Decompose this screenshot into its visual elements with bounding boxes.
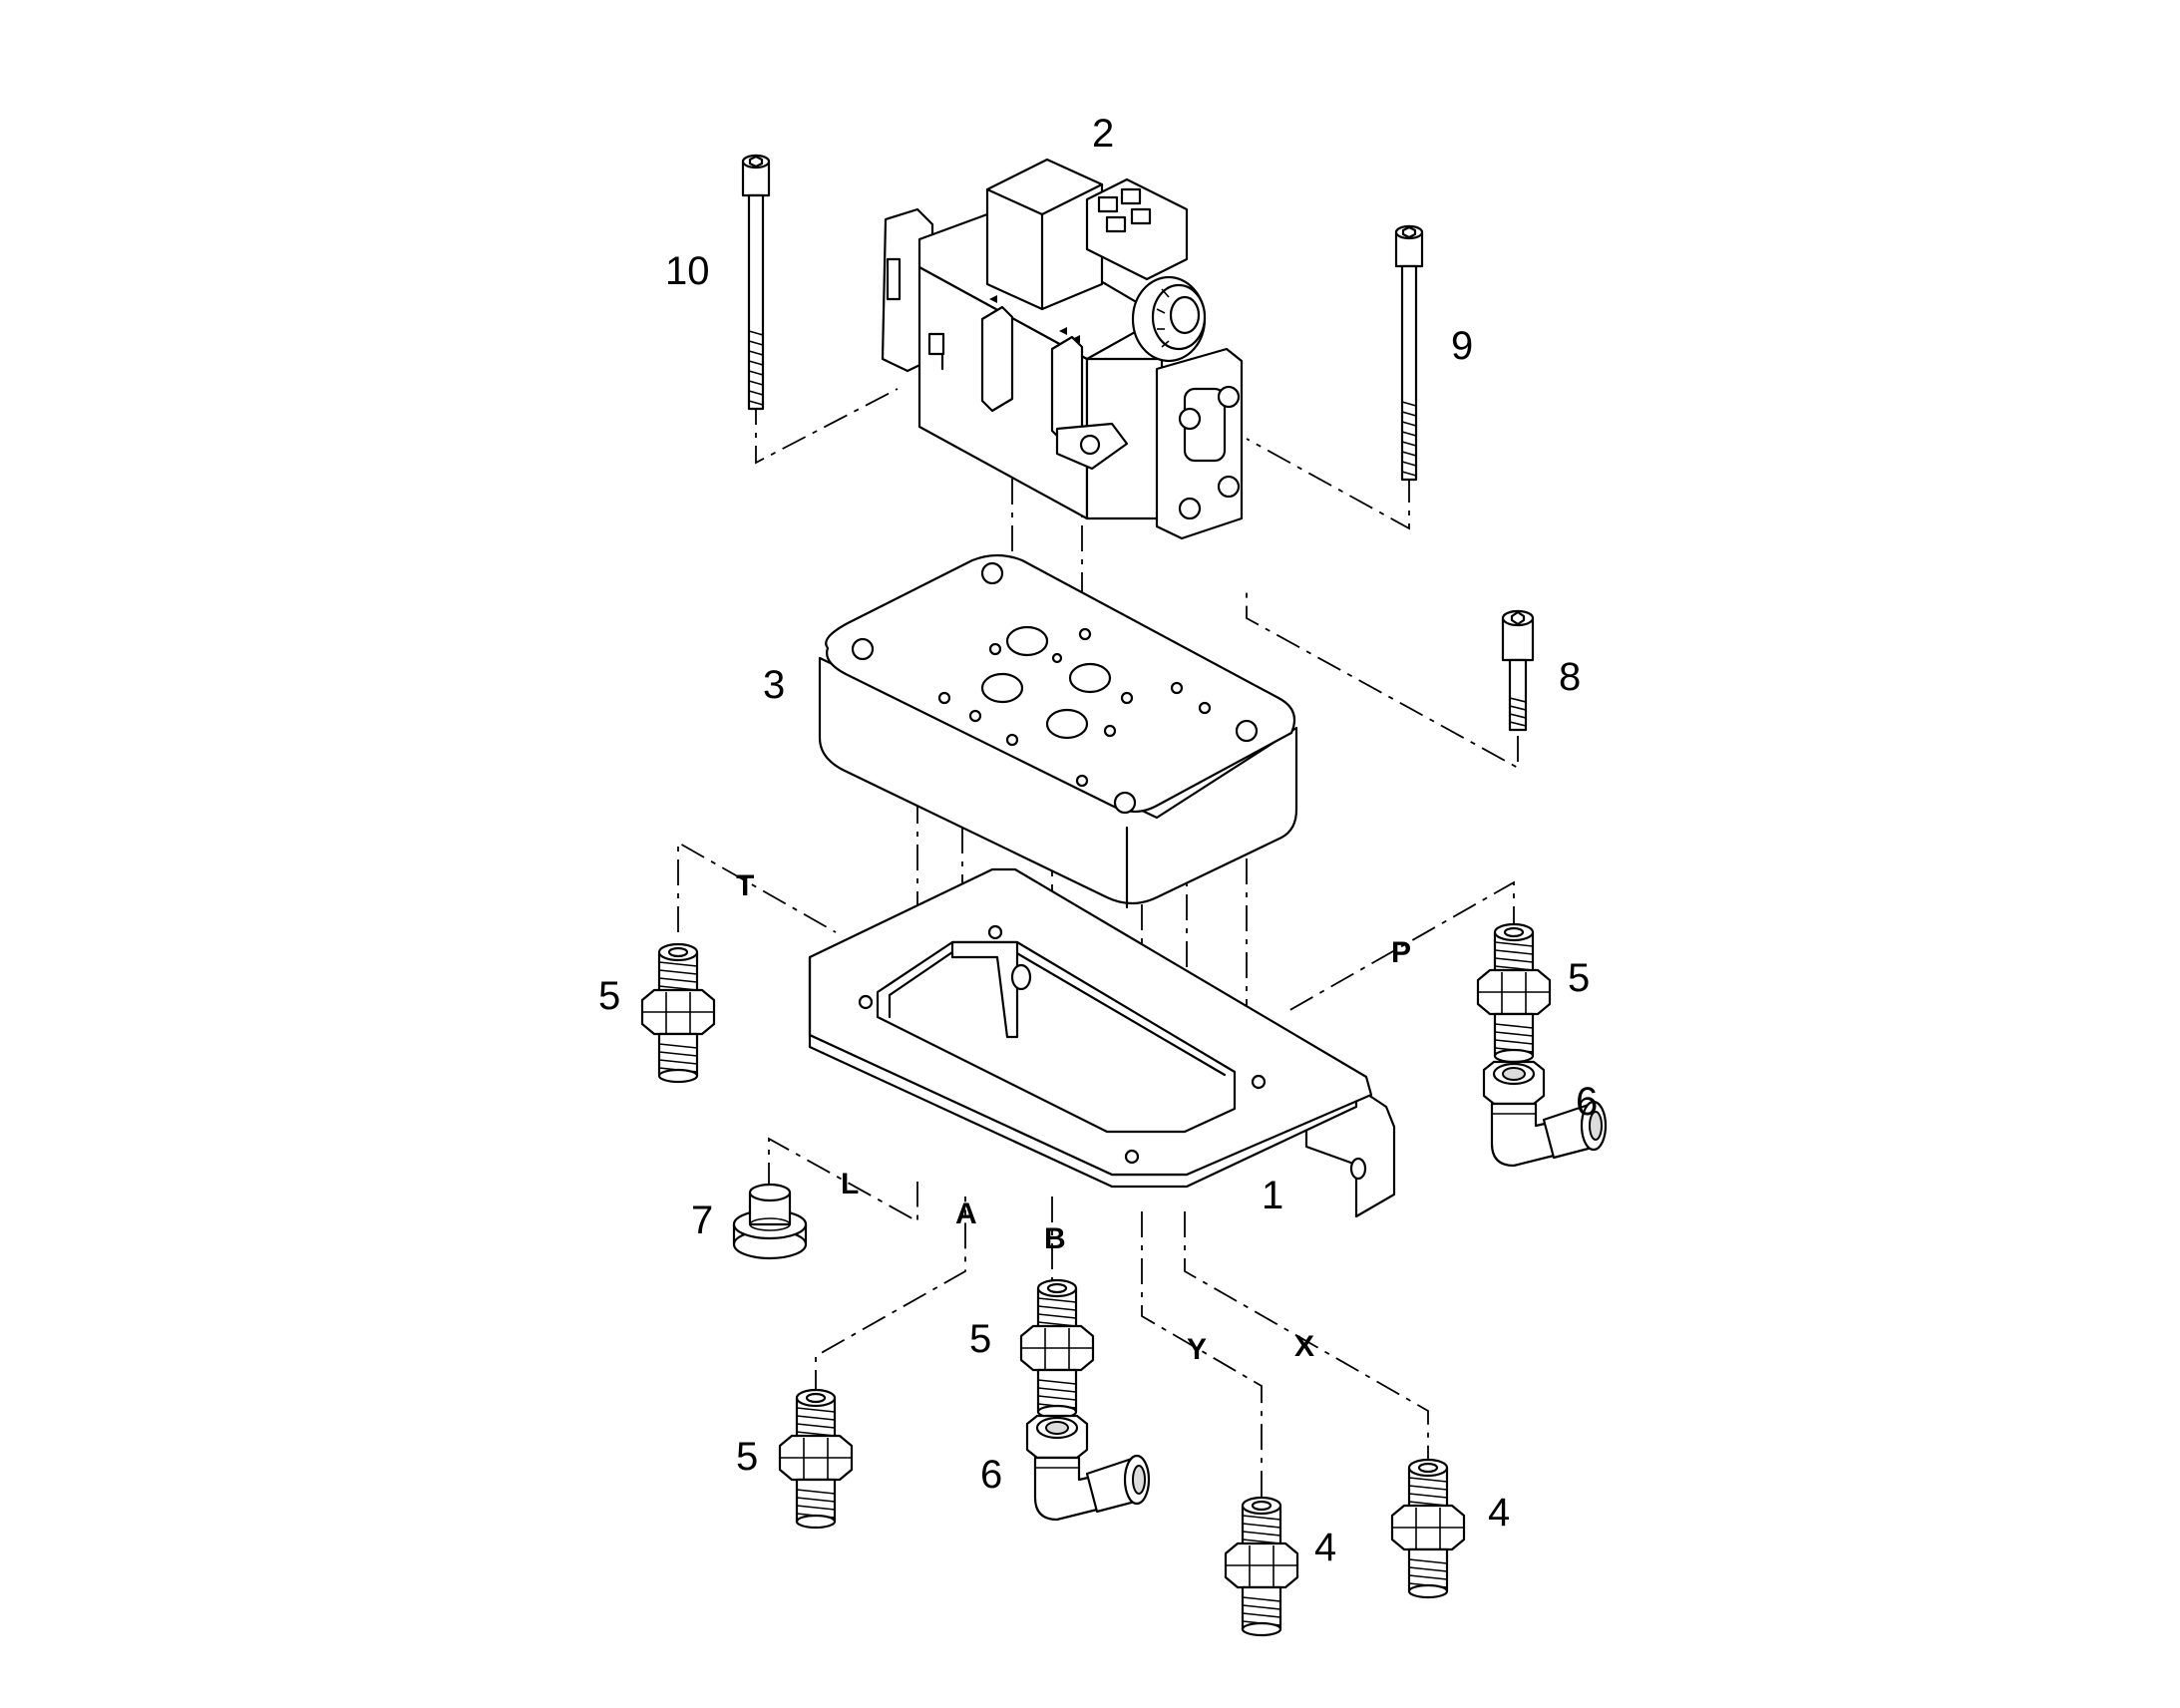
callout-4-x: 4 [1488,1491,1510,1535]
callout-6-p: 6 [1576,1080,1598,1124]
callout-5-t: 5 [598,974,620,1018]
fitting-4-X [1390,1458,1466,1599]
callout-3: 3 [763,663,785,707]
callout-5-p: 5 [1568,956,1590,1000]
screw-9 [1394,224,1424,482]
port-Y: Y [1187,1333,1207,1366]
port-P: P [1391,936,1411,969]
screw-8 [1501,609,1535,732]
fitting-4-Y [1224,1496,1299,1637]
callout-1: 1 [1262,1174,1283,1217]
port-T: T [736,869,754,902]
port-X: X [1294,1330,1314,1363]
fitting-5-T [640,942,716,1084]
fitting-5-P [1476,922,1552,1064]
callout-9: 9 [1451,324,1473,368]
solenoid-directional-valve [881,158,1244,540]
callout-7: 7 [691,1198,713,1242]
elbow-6-B [1025,1414,1151,1522]
port-B: B [1044,1222,1066,1255]
plug-7 [732,1183,808,1260]
port-labels: T P L A B Y X [736,869,1411,1366]
bracket-plate [808,867,1396,1218]
fitting-5-A [778,1388,854,1530]
callout-5-a: 5 [736,1435,758,1479]
screw-10 [741,154,771,411]
port-A: A [955,1197,977,1230]
port-L: L [841,1168,859,1200]
callout-labels: 1 2 3 4 4 5 5 5 5 6 6 7 8 9 10 [598,112,1598,1569]
callout-2: 2 [1092,112,1114,156]
callout-8: 8 [1559,655,1581,699]
callout-5-b: 5 [969,1317,991,1361]
callout-10: 10 [665,249,710,293]
callout-4-y: 4 [1314,1526,1336,1569]
callout-6-b: 6 [980,1453,1002,1497]
manifold-subplate [818,553,1298,909]
fitting-5-B [1019,1278,1095,1420]
